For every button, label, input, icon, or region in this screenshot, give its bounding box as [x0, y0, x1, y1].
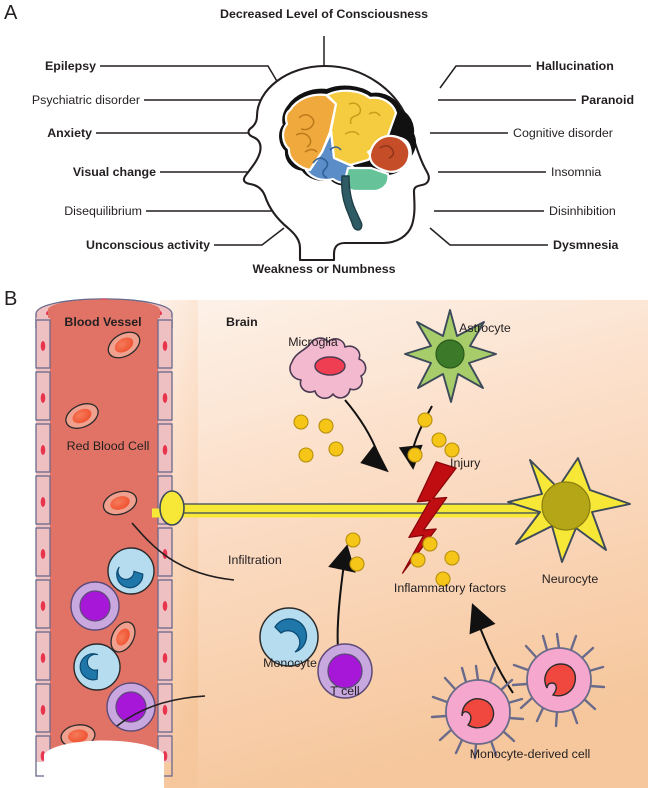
- infiltration-curve-upper: [131, 522, 235, 581]
- label-infiltration: Infiltration: [228, 553, 282, 567]
- neurocyte-nucleus: [541, 481, 591, 531]
- monocyte-in-vessel: [107, 547, 155, 595]
- neurocyte-soma: [507, 457, 631, 563]
- monocyte-in-vessel: [73, 643, 121, 691]
- label-left-3: Anxiety: [47, 126, 92, 140]
- t-cell-in-vessel: [106, 682, 156, 732]
- blood-vessel: [35, 298, 173, 788]
- t-cell-nucleus: [327, 653, 363, 689]
- label-left-2: Psychiatric disorder: [31, 93, 140, 107]
- astrocyte-nucleus: [435, 339, 465, 369]
- label-bottom-symptom: Weakness or Numbness: [252, 262, 396, 276]
- label-t-cell: T cell: [330, 684, 360, 698]
- gyri-frontal: [295, 114, 318, 153]
- red-blood-cell: [65, 403, 99, 429]
- vessel-wall-left: [35, 318, 51, 777]
- label-right-2: Paranoid: [581, 93, 635, 107]
- label-left-1: Epilepsy: [45, 59, 96, 73]
- injury-bolt: [401, 461, 457, 574]
- mdc-filopodia: [430, 664, 525, 760]
- label-monocyte: Monocyte: [263, 656, 317, 670]
- label-right-4: Insomnia: [551, 165, 602, 179]
- monocyte-nucleus: [274, 618, 308, 653]
- vessel-wall-right: [157, 318, 173, 777]
- gyri-temporal: [312, 146, 342, 179]
- mdc-nucleus: [461, 698, 495, 729]
- brain-frontal-lobe: [282, 93, 338, 172]
- panel-a-letter: A: [4, 2, 18, 24]
- brain-cerebellum: [343, 166, 390, 193]
- t-cell-brain: [317, 643, 373, 699]
- label-right-1: Hallucination: [536, 59, 614, 73]
- panel-a-graphic: [96, 36, 576, 262]
- red-blood-cell: [102, 490, 138, 516]
- label-right-6: Dysmnesia: [553, 238, 619, 252]
- label-injury: Injury: [450, 456, 481, 470]
- label-neurocyte: Neurocyte: [541, 572, 599, 586]
- label-microglia: Microglia: [288, 335, 338, 349]
- microglia-cell: [289, 337, 367, 400]
- gyri-parietal: [344, 102, 381, 136]
- monocyte-brain: [259, 607, 319, 667]
- endothelial-nuclei-left: [40, 341, 46, 761]
- inflammatory-factor-dots: [293, 412, 460, 587]
- label-red-blood-cell: Red Blood Cell: [66, 439, 150, 453]
- infiltration-curve-lower: [116, 695, 206, 727]
- label-left-4: Visual change: [72, 165, 156, 179]
- label-brain: Brain: [226, 315, 258, 329]
- label-top-symptom: Decreased Level of Consciousness: [220, 7, 428, 21]
- red-blood-cell: [107, 331, 141, 359]
- label-inflammatory-factors: Inflammatory factors: [393, 581, 507, 595]
- astrocyte-cell: [404, 309, 497, 403]
- label-blood-vessel: Blood Vessel: [64, 315, 142, 329]
- leader-right-6: [429, 227, 548, 246]
- label-left-5: Disequilibrium: [64, 204, 142, 218]
- leader-left-1: [100, 65, 282, 89]
- red-blood-cell: [110, 621, 136, 653]
- leader-right-1: [439, 65, 531, 89]
- leader-left-6: [214, 227, 285, 246]
- vessel-bottom-cut: [44, 740, 164, 788]
- brain-occipital-lobe-2: [368, 134, 411, 173]
- gyri-occipital: [379, 145, 395, 159]
- brain-brainstem: [340, 175, 363, 231]
- infiltration-curves: [116, 522, 235, 727]
- mdc-nucleus: [544, 663, 577, 697]
- panel-b-graphic: [35, 298, 648, 788]
- mdc-filopodia: [511, 632, 606, 728]
- microglia-nucleus: [314, 356, 346, 376]
- label-right-5: Disinhibition: [549, 204, 616, 218]
- monocyte-derived-cell: [511, 632, 606, 728]
- vessel-contents: [60, 331, 156, 748]
- monocyte-derived-cell: [430, 664, 525, 760]
- label-astrocyte: Astrocyte: [459, 321, 511, 335]
- label-right-3: Cognitive disorder: [513, 126, 613, 140]
- axon-terminal-bulb: [159, 490, 185, 526]
- label-monocyte-derived-cell: Monocyte-derived cell: [469, 747, 591, 761]
- neurocyte-cell: [152, 457, 631, 563]
- label-left-6: Unconscious activity: [86, 238, 210, 252]
- brain-illustration: [279, 85, 417, 231]
- panel-b-letter: B: [4, 288, 18, 310]
- t-cell-in-vessel: [70, 581, 120, 631]
